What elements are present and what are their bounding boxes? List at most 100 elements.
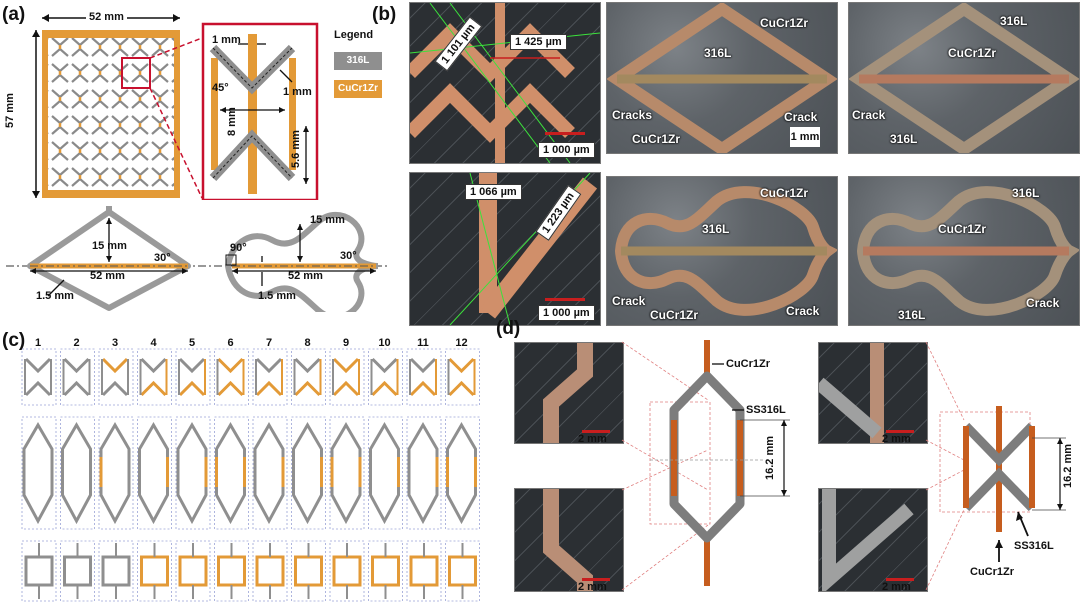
variant-row3-cell [60,540,95,602]
variant-row3-cell [252,540,288,602]
variant-row2-cell [368,416,403,530]
p2-crack: Crack [852,108,886,122]
variant-row3-cell [214,540,249,602]
photo-curved-2 [848,176,1080,326]
p4-cu: CuCr1Zr [938,222,987,236]
variant-row2-cell [98,416,134,530]
d-scale-1: 2 mm [578,433,607,445]
panel-a-schematic [32,14,319,200]
curved-height-label: 15 mm [310,214,345,226]
detail-angle-45: 45° [212,82,229,94]
column-number: 6 [227,337,234,349]
p2-cu: CuCr1Zr [948,46,997,60]
legend-316l-swatch: 316L [334,52,382,70]
micro-bottom-scalebar [545,298,585,301]
width-52mm-label: 52 mm [86,11,127,23]
panel-a-unit-cells [6,206,390,312]
d-scalebar-2 [582,578,610,581]
d-dim-left: 16.2 mm [764,435,776,480]
detail-center-8mm: 8 mm [226,107,238,136]
p4-ss-top: 316L [1012,186,1040,200]
photo-diamond-2 [848,2,1080,154]
variant-row2-cell [329,416,365,530]
p1-scale: 1 mm [790,127,820,147]
d-photo-left-bottom [514,488,624,592]
variant-row3-cell [98,540,134,602]
variant-row3-cell [329,540,365,602]
p3-crack-right: Crack [786,304,820,318]
p4-ss-bottom: 316L [898,308,926,322]
diamond-height-label: 15 mm [92,240,127,252]
micro-bottom-scale: 1 000 µm [538,305,595,321]
column-number: 5 [188,337,196,349]
legend-title: Legend [334,29,374,41]
micro-top-scalebar [545,132,585,135]
variant-row2-cell [214,416,249,530]
p3-cu-bottom: CuCr1Zr [650,308,699,322]
p2-ss-top: 316L [1000,14,1028,28]
variant-row1-cell [175,348,211,406]
column-number: 8 [304,337,311,349]
d-ss-label: SS316L [746,404,786,416]
p4-crack: Crack [1026,296,1060,310]
height-57mm-label: 57 mm [4,93,16,128]
variant-row1-cell [60,348,95,406]
variant-row1-cell [368,348,403,406]
photo-curved-1 [606,176,838,326]
d-scale-4: 2 mm [882,581,911,593]
d-photo-left-top [514,342,624,444]
d-ss-label-2: SS316L [1014,540,1054,552]
micro-top-scale: 1 000 µm [538,142,595,158]
panel-a-label: (a) [2,4,26,25]
variant-row3-cell [175,540,211,602]
curved-width-label: 52 mm [288,270,323,282]
variant-row1-cell [291,348,326,406]
d-scalebar-4 [886,578,914,581]
variant-row3-cell [368,540,403,602]
detail-side-5-6mm: 5.6 mm [290,130,302,168]
curved-angle90-label: 90° [230,242,247,254]
variant-row2-cell [21,416,57,530]
p1-ss: 316L [704,46,732,60]
d-cu-label-2: CuCr1Zr [970,566,1015,578]
curved-angle-label: 30° [340,250,357,262]
variant-row2-cell [137,416,172,530]
variant-row2-cell [406,416,442,530]
variant-row2-cell [291,416,326,530]
d-scale-3: 2 mm [882,433,911,445]
variant-row1-cell [445,348,480,406]
d-photo-right-bottom [818,488,928,592]
column-number: 10 [378,337,391,349]
column-number: 4 [150,337,157,349]
detail-top-1mm: 1 mm [212,34,241,46]
variant-row3-cell [137,540,172,602]
curved-thickness-label: 1.5 mm [258,290,296,302]
p3-cu-top: CuCr1Zr [760,186,809,200]
micro-bottom-m1: 1 066 µm [465,184,522,200]
column-number: 2 [73,337,80,349]
p2-ss-bottom: 316L [890,132,918,146]
variant-row2-cell [445,416,480,530]
column-number: 9 [342,337,350,349]
panel-b-label: (b) [372,4,397,25]
diamond-thickness-label: 1.5 mm [36,290,74,302]
column-number: 11 [417,337,429,349]
variant-row2-cell [175,416,211,530]
p1-cu-top: CuCr1Zr [760,16,809,30]
column-number: 12 [455,337,468,349]
p1-cracks: Cracks [612,108,653,122]
diamond-width-label: 52 mm [90,270,125,282]
column-number: 1 [34,337,42,349]
legend-cucr1zr-swatch: CuCr1Zr [334,80,382,98]
variant-row1-cell [406,348,442,406]
variant-row1-cell [329,348,365,406]
d-scalebar-3 [886,430,914,433]
micrograph-top [409,2,601,164]
variant-row2-cell [60,416,95,530]
column-number: 3 [111,337,119,349]
variant-row1-cell [137,348,172,406]
d-cu-label: CuCr1Zr [726,358,771,370]
p1-cu-bottom: CuCr1Zr [632,132,681,146]
column-number: 7 [265,337,273,349]
panel-d-schematics [621,340,1066,591]
